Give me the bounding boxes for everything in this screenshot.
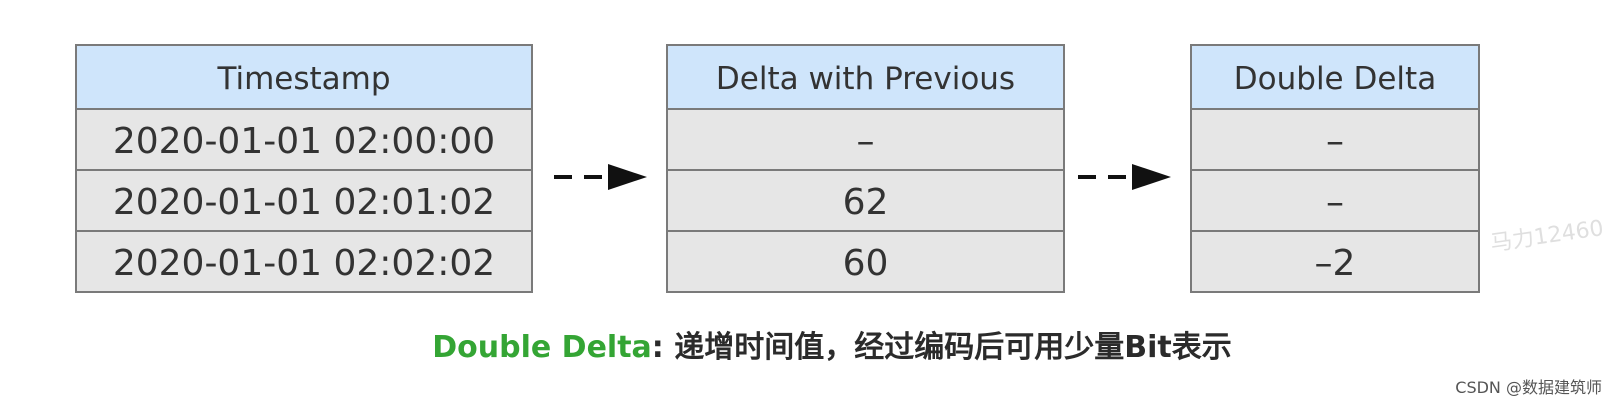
delta-table-header: Delta with Previous (668, 46, 1063, 108)
double-delta-table-header: Double Delta (1192, 46, 1478, 108)
timestamp-cell: 2020-01-01 02:00:00 (77, 108, 531, 169)
dashed-arrow-to-double-delta (1078, 164, 1171, 190)
timestamp-table-header: Timestamp (77, 46, 531, 108)
arrow-head (1132, 164, 1171, 190)
source-credit: CSDN @数据建筑师 (1455, 378, 1602, 397)
double-delta-cell: – (1192, 108, 1478, 169)
dashed-arrow-to-delta (554, 164, 647, 190)
double-delta-table: Double Delta – – –2 (1190, 44, 1480, 293)
caption-text: : 递增时间值，经过编码后可用少量Bit表示 (651, 330, 1232, 365)
timestamp-table: Timestamp 2020-01-01 02:00:00 2020-01-01… (75, 44, 533, 293)
arrow-head (608, 164, 647, 190)
diagram-caption: Double Delta: 递增时间值，经过编码后可用少量Bit表示 (250, 322, 1414, 366)
watermark-right: 马力12460 (1488, 216, 1606, 257)
timestamp-cell: 2020-01-01 02:01:02 (77, 169, 531, 230)
delta-cell: – (668, 108, 1063, 169)
double-delta-cell: – (1192, 169, 1478, 230)
caption-highlight: Double Delta (432, 330, 652, 365)
timestamp-cell: 2020-01-01 02:02:02 (77, 230, 531, 291)
double-delta-cell: –2 (1192, 230, 1478, 291)
delta-cell: 60 (668, 230, 1063, 291)
delta-cell: 62 (668, 169, 1063, 230)
delta-table: Delta with Previous – 62 60 (666, 44, 1065, 293)
